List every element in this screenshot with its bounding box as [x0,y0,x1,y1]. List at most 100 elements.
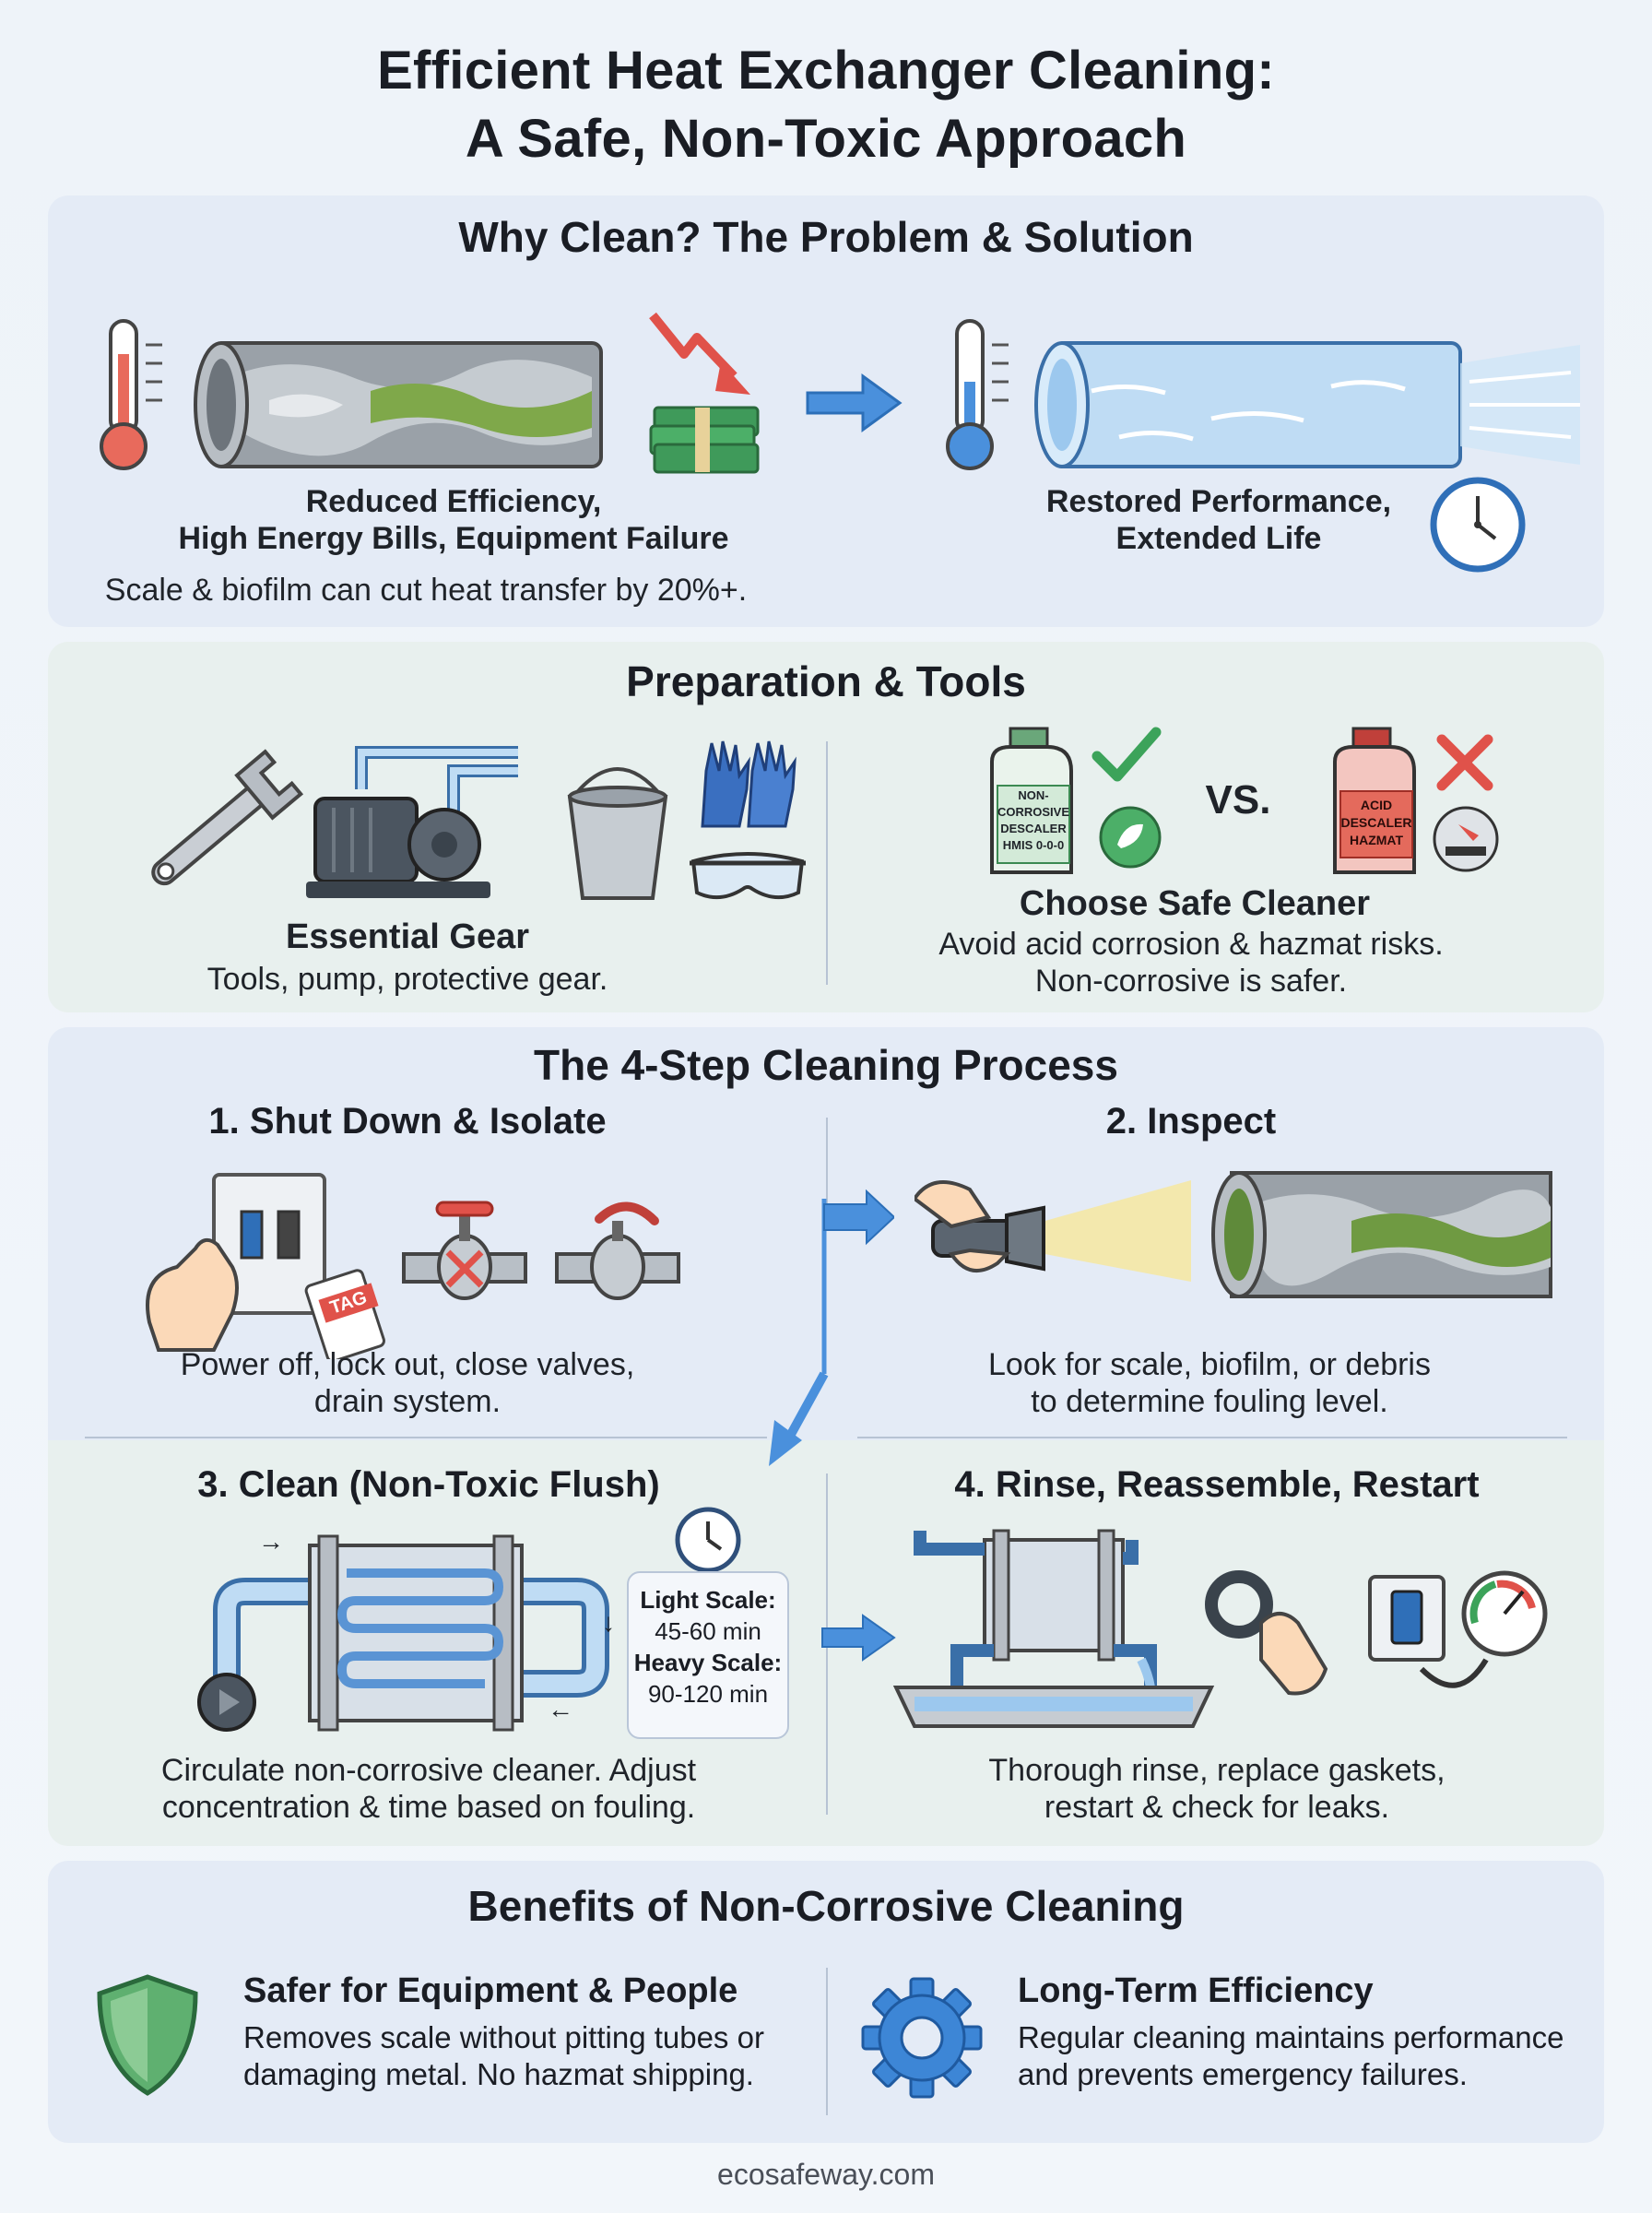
cold-thermometer-icon [946,319,1009,470]
step2-title: 2. Inspect [1105,1101,1277,1142]
safe-bottle-label-3: DESCALER [1000,822,1067,835]
cost-rising-icon [649,312,760,474]
inspected-pipe-icon [1211,1171,1552,1298]
step3-line-1: Circulate non-corrosive cleaner. Adjust [160,1753,697,1788]
safety-goggles-icon [690,852,806,900]
corrosion-hazard-icon [1433,806,1499,872]
problem-line-1: Reduced Efficiency, [305,484,602,519]
wrench-icon [151,749,304,886]
drain-valve-icon [555,1201,680,1300]
flush-circuit-icon [197,1534,609,1732]
light-scale-label: Light Scale: [640,1586,776,1614]
light-scale-time: 45-60 min [655,1617,761,1645]
flow-direction-bottom: ← [548,1695,573,1723]
restart-switch-icon [1368,1570,1548,1688]
choose-line-1: Avoid acid corrosion & hazmat risks. [938,927,1444,962]
footer-url[interactable]: ecosafeway.com [717,2158,935,2191]
step2-line-2: to determine fouling level. [1031,1384,1388,1419]
benefit1-title: Safer for Equipment & People [243,1971,738,2010]
flashlight-icon [914,1180,1191,1282]
title-line-2: A Safe, Non-Toxic Approach [465,109,1187,169]
preparation-divider [826,741,828,985]
benefit1-text: Removes scale without pitting tubes or d… [243,2019,815,2093]
step2-text: Look for scale, biofilm, or debris to de… [951,1346,1468,1420]
page-title: Efficient Heat Exchanger Cleaning: A Saf… [0,37,1652,173]
step4-text: Thorough rinse, replace gaskets, restart… [922,1752,1512,1826]
step2-line-1: Look for scale, biofilm, or debris [988,1347,1431,1382]
benefits-divider [826,1968,828,2115]
safe-bottle-label: NON- CORROSIVE DESCALER HMIS 0-0-0 [997,787,1069,854]
step1-line-1: Power off, lock out, close valves, [180,1347,635,1382]
solution-line-2: Extended Life [1115,521,1322,556]
acid-bottle-label-2: DESCALER [1340,815,1412,830]
benefits-heading: Benefits of Non-Corrosive Cleaning [467,1882,1185,1930]
benefit2-line-1: Regular cleaning maintains performance [1018,2020,1564,2054]
choose-safe-cleaner-text: Avoid acid corrosion & hazmat risks. Non… [905,926,1477,1000]
checkmark-icon [1092,727,1162,782]
step-divider-top [826,1118,828,1221]
right-arrow-icon [806,373,903,432]
lockout-switch-icon [146,1173,385,1359]
choose-safe-cleaner-title: Choose Safe Cleaner [1019,884,1371,923]
safe-bottle-label-1: NON- [1018,788,1049,802]
vs-label: VS. [1205,777,1271,822]
flow-arrow-icon [769,1189,894,1466]
bucket-icon [567,767,668,900]
cleaning-time-box: Light Scale: 45-60 min Heavy Scale: 90-1… [627,1571,789,1739]
why-clean-panel: Why Clean? The Problem & Solution [48,195,1604,627]
process-heading: The 4-Step Cleaning Process [534,1041,1118,1089]
hot-thermometer-icon [100,319,162,470]
title-line-1: Efficient Heat Exchanger Cleaning: [377,41,1275,101]
shield-icon [97,1974,198,2096]
heavy-scale-label: Heavy Scale: [633,1649,783,1676]
benefit2-text: Regular cleaning maintains performance a… [1018,2019,1599,2093]
solution-text: Restored Performance, Extended Life [1025,483,1412,557]
step4-line-2: restart & check for leaks. [1044,1790,1390,1825]
acid-bottle-label-3: HAZMAT [1349,833,1404,847]
step1-title: 1. Shut Down & Isolate [208,1101,607,1142]
benefit2-line-2: and prevents emergency failures. [1018,2057,1468,2091]
timer-clock-icon [675,1507,741,1573]
choose-line-2: Non-corrosive is safer. [1034,964,1348,999]
step3-text: Circulate non-corrosive cleaner. Adjust … [101,1752,756,1826]
step3-line-2: concentration & time based on fouling. [161,1790,696,1825]
step4-line-1: Thorough rinse, replace gaskets, [988,1753,1446,1788]
step-divider-horizontal-right [857,1437,1567,1438]
benefit1-line-1: Removes scale without pitting tubes or [243,2020,764,2054]
safe-descaler-bottle-icon [990,727,1073,874]
clean-pipe-icon [1034,341,1580,468]
essential-gear-text: Tools, pump, protective gear. [206,962,608,997]
step4-title: 4. Rinse, Reassemble, Restart [954,1464,1480,1505]
essential-gear-title: Essential Gear [285,917,530,956]
step3-to-step4-arrow-icon [821,1614,896,1662]
acid-bottle-label-1: ACID [1360,798,1393,812]
pump-icon [306,746,518,898]
fouled-pipe-icon [194,341,603,468]
heat-transfer-stat: Scale & biofilm can cut heat transfer by… [104,573,748,608]
solution-line-1: Restored Performance, [1045,484,1392,519]
why-clean-heading: Why Clean? The Problem & Solution [458,213,1194,261]
acid-descaler-bottle-icon [1333,727,1416,874]
safe-bottle-label-4: HMIS 0-0-0 [1002,838,1065,852]
step3-title: 3. Clean (Non-Toxic Flush) [197,1464,660,1505]
eco-badge-icon [1099,806,1162,869]
flow-direction-top: → [258,1527,284,1556]
step1-line-2: drain system. [313,1384,502,1419]
flow-direction-right: ↓ [602,1608,615,1637]
benefits-panel: Benefits of Non-Corrosive Cleaning [48,1861,1604,2143]
rinse-tray-icon [892,1529,1215,1728]
safe-bottle-label-2: CORROSIVE [997,805,1070,819]
gloves-icon [701,740,796,828]
benefit1-line-2: damaging metal. No hazmat shipping. [243,2057,754,2091]
step1-text: Power off, lock out, close valves, drain… [122,1346,693,1420]
step-divider-horizontal-left [85,1437,767,1438]
gasket-icon [1205,1570,1328,1696]
preparation-panel: Preparation & Tools Essential Gear [48,642,1604,1012]
cross-icon [1436,734,1493,791]
clock-icon [1430,477,1526,573]
preparation-heading: Preparation & Tools [626,657,1026,705]
problem-line-2: High Energy Bills, Equipment Failure [178,521,729,556]
gear-icon [861,1977,983,2099]
heavy-scale-time: 90-120 min [647,1680,769,1708]
closed-valve-icon [402,1201,527,1300]
